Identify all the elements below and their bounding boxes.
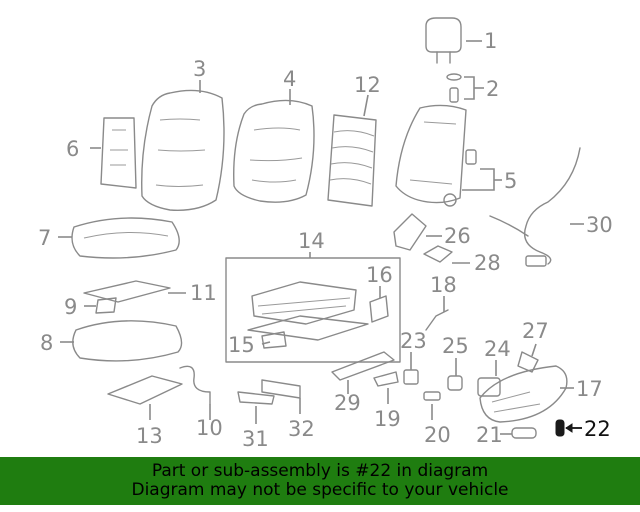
callout-31: 31 <box>242 427 269 451</box>
callout-30: 30 <box>586 213 613 237</box>
callout-15: 15 <box>228 333 255 357</box>
part-cushion-frame <box>107 375 183 420</box>
part-bracket <box>393 213 470 264</box>
part-seat-cushion-cover <box>58 217 180 259</box>
callout-26: 26 <box>444 224 471 248</box>
callout-23: 23 <box>400 329 427 353</box>
callout-6: 6 <box>66 137 79 161</box>
part-seat-back-cover <box>233 89 315 203</box>
part-heater-pad <box>83 280 186 314</box>
info-banner: Part or sub-assembly is #22 in diagram D… <box>0 457 640 505</box>
part-wire-harness <box>179 365 211 420</box>
callout-17: 17 <box>576 377 603 401</box>
callout-28: 28 <box>474 251 501 275</box>
part-headrest <box>425 17 482 64</box>
part-22-highlighted <box>555 419 582 437</box>
part-side-shield <box>477 343 574 423</box>
callout-20: 20 <box>424 423 451 447</box>
callout-27: 27 <box>522 319 549 343</box>
callout-13: 13 <box>136 424 163 448</box>
part-headrest-guide <box>446 73 484 103</box>
callout-10: 10 <box>196 416 223 440</box>
banner-line-part: Part or sub-assembly is #22 in diagram <box>151 461 489 481</box>
callout-18: 18 <box>430 273 457 297</box>
callout-2: 2 <box>486 77 499 101</box>
callout-11: 11 <box>190 281 217 305</box>
part-spring-mat <box>327 94 377 207</box>
callout-7: 7 <box>38 226 51 250</box>
callout-21: 21 <box>476 423 503 447</box>
callout-29: 29 <box>334 391 361 415</box>
part-cable <box>425 296 449 331</box>
callout-12: 12 <box>354 73 381 97</box>
part-seat-adjuster-box <box>225 252 401 363</box>
callout-14: 14 <box>298 229 325 253</box>
callout-4: 4 <box>283 67 296 91</box>
callout-19: 19 <box>374 407 401 431</box>
callout-32: 32 <box>288 417 315 441</box>
callout-8: 8 <box>40 331 53 355</box>
callout-24: 24 <box>484 337 511 361</box>
part-switches <box>403 352 537 439</box>
callout-25: 25 <box>442 334 469 358</box>
callout-22: 22 <box>584 417 611 441</box>
callout-16: 16 <box>366 263 393 287</box>
part-main-harness <box>489 147 584 267</box>
callout-5: 5 <box>504 169 517 193</box>
callout-3: 3 <box>193 57 206 81</box>
callout-1: 1 <box>484 29 497 53</box>
parts-diagram: 1 2 3 4 5 6 7 8 9 10 11 12 13 14 15 16 1… <box>38 17 613 451</box>
banner-line-disclaimer: Diagram may not be specific to your vehi… <box>131 480 509 500</box>
part-back-panel <box>90 117 137 189</box>
part-seat-cushion-pad <box>60 320 183 362</box>
part-seat-back-frame <box>395 104 502 207</box>
part-seat-back-cushion <box>141 80 225 211</box>
part-trim-pieces <box>237 351 399 424</box>
callout-9: 9 <box>64 295 77 319</box>
